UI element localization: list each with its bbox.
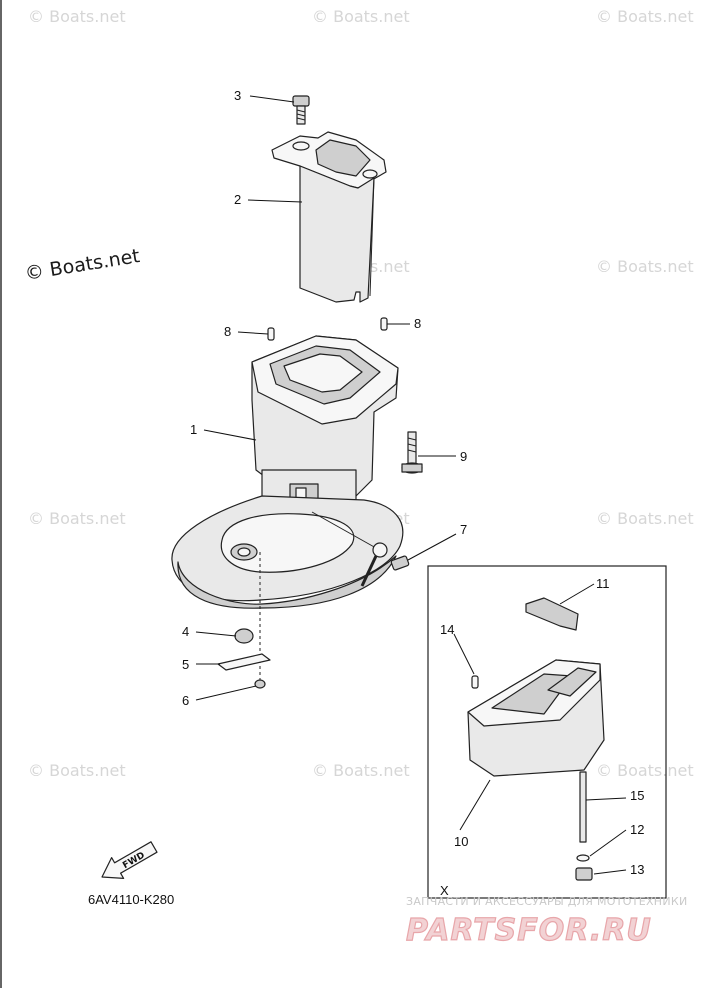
part-5-gasket (217, 653, 271, 671)
shop-logo: PARTSFOR.RU (406, 913, 652, 948)
watermark: © Boats.net (596, 761, 694, 780)
part-8-dowel-pin-right (380, 317, 388, 331)
leader-lines (195, 95, 627, 875)
callout-10: 10 (454, 834, 468, 849)
part-15-stud (579, 771, 587, 843)
callout-14: 14 (440, 622, 454, 637)
part-2-upper-casing (271, 131, 387, 303)
callout-3: 3 (234, 88, 241, 103)
callout-7: 7 (460, 522, 467, 537)
bolt-shank (407, 431, 417, 465)
inset-box (427, 565, 667, 899)
callout-8-right: 8 (414, 316, 421, 331)
callout-15: 15 (630, 788, 644, 803)
watermark: © Boats.net (312, 7, 410, 26)
callout-13: 13 (630, 862, 644, 877)
watermark: © Boats.net (312, 761, 410, 780)
watermark: © Boats.net (596, 257, 694, 276)
watermark: © Boats.net (28, 509, 126, 528)
part-13-nut (575, 867, 593, 881)
part-8-dowel-pin-left (267, 327, 275, 341)
callout-5: 5 (182, 657, 189, 672)
shop-tagline: ЗАПЧАСТИ И АКСЕССУАРЫ ДЛЯ МОТОТЕХНИКИ (406, 895, 688, 908)
callout-6: 6 (182, 693, 189, 708)
bolt-hole (292, 141, 310, 151)
watermark: © Boats.net (596, 7, 694, 26)
callout-11: 11 (596, 576, 610, 591)
part-11-grommet (525, 597, 579, 631)
watermark-main: © Boats.net (23, 245, 141, 285)
bolt-hole (362, 169, 378, 179)
callout-4: 4 (182, 624, 189, 639)
bolt-head (292, 95, 310, 107)
watermark: © Boats.net (596, 509, 694, 528)
watermark: © Boats.net (28, 761, 126, 780)
diagram-code: 6AV4110-K280 (88, 892, 174, 907)
part-12-washer (576, 854, 590, 862)
part-7-ground-lead (311, 511, 410, 587)
part-10-extension (467, 659, 605, 777)
screw (390, 555, 410, 571)
callout-2: 2 (234, 192, 241, 207)
callout-12: 12 (630, 822, 644, 837)
part-9-bolt (401, 431, 423, 474)
fwd-arrow: FWD (101, 841, 158, 879)
callout-1: 1 (190, 422, 197, 437)
lead-terminal (372, 542, 388, 558)
callout-9: 9 (460, 449, 467, 464)
callout-numbers: 3 2 8 8 1 9 7 4 5 6 11 14 10 15 12 13 (182, 88, 644, 877)
part-6-bolt (254, 679, 266, 689)
callout-8-left: 8 (224, 324, 231, 339)
part-3-bolt (292, 95, 310, 125)
part-1-drive-shaft-housing (171, 335, 404, 609)
part-14-pin (471, 675, 479, 689)
watermark: © Boats.net (28, 7, 126, 26)
inset-marker: X (440, 883, 449, 898)
part-4-anode (234, 628, 254, 644)
